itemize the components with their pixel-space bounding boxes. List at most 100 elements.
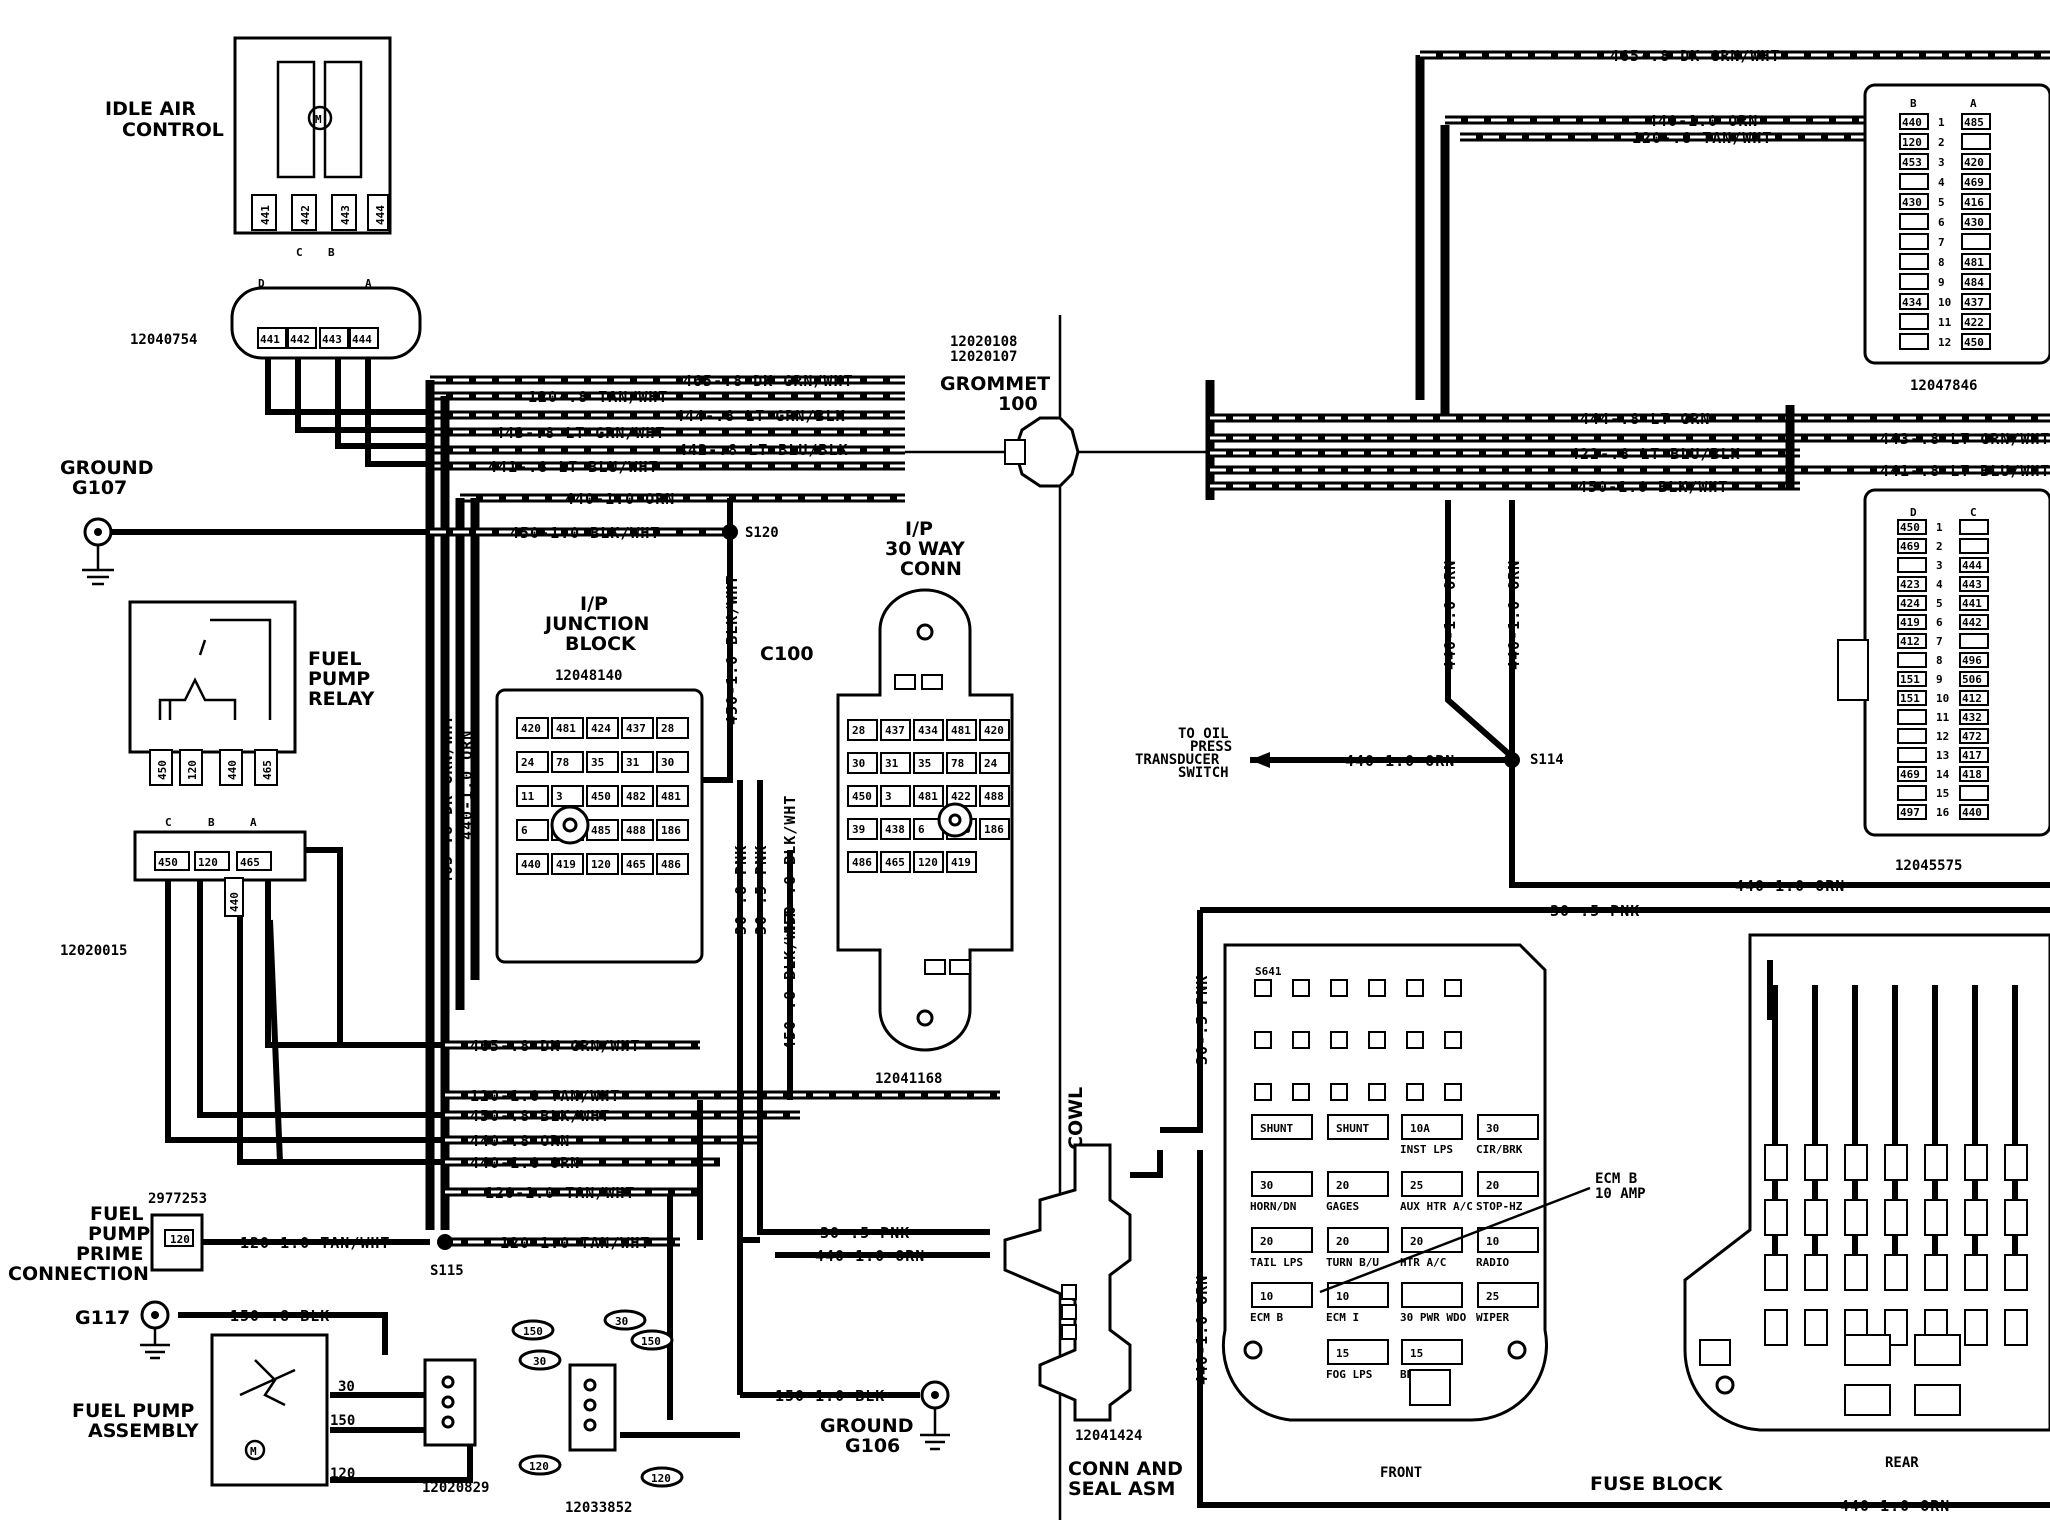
fuse-terminal — [1292, 1031, 1310, 1049]
conn-cavity — [1899, 133, 1929, 150]
fuse-front-label: FRONT — [1380, 1465, 1422, 1481]
jb-cell-label: 35 — [591, 756, 604, 769]
fuse-terminal — [1368, 979, 1386, 997]
fuse-s641: S641 — [1255, 965, 1282, 978]
conn-row-number: 11 — [1936, 711, 1950, 724]
fuse-name: 30 PWR WDO — [1400, 1311, 1467, 1324]
c100-label: C100 — [760, 643, 814, 665]
fuse — [1401, 1171, 1463, 1197]
conn-left-label: 423 — [1900, 578, 1920, 591]
conn-right-label: 484 — [1964, 276, 1984, 289]
fuse-rating: 10A — [1410, 1122, 1430, 1135]
fuse — [1327, 1339, 1389, 1365]
conn-cavity — [1961, 173, 1991, 190]
conn-cavity — [1959, 804, 1989, 820]
jb-cell — [656, 717, 689, 739]
conn-row-number: 10 — [1936, 692, 1949, 705]
conn-cavity — [1897, 671, 1927, 687]
ip30-cell — [880, 851, 911, 873]
ecm-b-callout-2: 10 AMP — [1595, 1186, 1646, 1202]
fuse-terminal — [1444, 1083, 1462, 1101]
iac-conn-pin-442: 442 — [290, 333, 310, 346]
fuse-terminal — [1330, 979, 1348, 997]
ip30-cell-label: 120 — [918, 856, 938, 869]
rear-fuse-slot — [1844, 1199, 1868, 1236]
ground-g117: G117 — [75, 1300, 170, 1360]
pump-title-1: FUEL PUMP — [72, 1400, 194, 1422]
fuse-block-title: FUSE BLOCK — [1590, 1473, 1724, 1495]
ip-part: 12041168 — [875, 1071, 942, 1087]
rear-slot — [1699, 1339, 1731, 1366]
fuse-rating: SHUNT — [1336, 1122, 1369, 1135]
wire-465-vert: 465-.8 DK GRN/WHT — [438, 714, 456, 885]
ground-g107: GROUND G107 — [60, 457, 153, 586]
jb-cell-label: 424 — [591, 722, 611, 735]
pump-pin-30: 30 — [338, 1379, 355, 1395]
conn-row-number: 7 — [1938, 236, 1945, 249]
right-harness — [1205, 50, 2050, 500]
fuse-name: WIPER — [1476, 1311, 1509, 1324]
conn-cavity — [1961, 313, 1991, 330]
fuse-name: RADIO — [1476, 1256, 1509, 1269]
conn-cavity — [1897, 595, 1927, 611]
iac-pin-442: 442 — [299, 205, 312, 225]
ip30-cell-label: 438 — [885, 823, 905, 836]
conn-left-label: 453 — [1902, 156, 1922, 169]
wire-r440-bottom: 440-1.0 ORN — [1840, 1497, 1950, 1515]
ip30-cell — [913, 851, 944, 873]
conn-row-number: 12 — [1936, 730, 1949, 743]
wire-r422: 422-.8 LT BLU/BLK — [1570, 445, 1741, 463]
conn-right-label: 420 — [1964, 156, 1984, 169]
conn-right-label: 442 — [1962, 616, 1982, 629]
jb-cell-label: 481 — [556, 722, 576, 735]
rear-fuse-slot — [1804, 1199, 1828, 1236]
fuse-name: HTR A/C — [1400, 1256, 1446, 1269]
jb-cell-label: 488 — [626, 824, 646, 837]
conn-cavity — [1897, 747, 1927, 763]
rear-relay — [1844, 1384, 1891, 1416]
jb-cell — [656, 751, 689, 773]
rear-fuse-slot — [1884, 1144, 1908, 1181]
conn-right-label: 469 — [1964, 176, 1984, 189]
ground-g106: GROUND G106 — [820, 1380, 950, 1457]
conn-right-label: 422 — [1964, 316, 1984, 329]
conn-cavity — [1899, 313, 1929, 330]
conn-cavity — [1961, 333, 1991, 350]
jb-cell-label: 437 — [626, 722, 646, 735]
wire-r465: 465-.8 DK GRN/WHT — [1610, 47, 1781, 65]
conn-row-number: 9 — [1938, 276, 1945, 289]
conn-right-label: 432 — [1962, 711, 1982, 724]
g107-title-2: G107 — [72, 477, 127, 499]
conn-cavity — [1899, 193, 1929, 210]
iac-pin-441: 441 — [259, 205, 272, 225]
fuse-rating: 20 — [1336, 1235, 1349, 1248]
fuse — [1251, 1114, 1313, 1140]
fuse-name: HORN/DN — [1250, 1200, 1296, 1213]
wire-120-prime: 120-1.0 TAN/WHT — [240, 1234, 390, 1252]
wire-r440-v1: 440-1.0 ORN — [1441, 560, 1459, 670]
jb-cell-label: 486 — [661, 858, 681, 871]
conn-cavity — [1959, 595, 1989, 611]
wire-30-bottom: 30-.5 PNK — [820, 1224, 910, 1242]
c575-part: 12045575 — [1895, 858, 1962, 874]
wire-450-blk-2: 450-.8 BLK/WHT — [781, 910, 799, 1050]
rear-fuse-slot — [1804, 1254, 1828, 1291]
conn-cavity — [1897, 785, 1927, 801]
grommet-part-1: 12020108 — [950, 334, 1017, 350]
ip-title-3: CONN — [900, 558, 962, 580]
oil-press-3: TRANSDUCER — [1135, 752, 1220, 768]
fuse-terminal — [1406, 1083, 1424, 1101]
conn-cavity — [1897, 519, 1927, 535]
iac-title-1: IDLE AIR — [105, 98, 196, 120]
ecm-b-callout-1: ECM B — [1595, 1171, 1637, 1187]
conn-left-label: 450 — [1900, 521, 1920, 534]
jb-title-3: BLOCK — [565, 633, 637, 655]
ip30-cell-label: 186 — [984, 823, 1004, 836]
conn-left-label: 419 — [1900, 616, 1920, 629]
fuse-terminal — [1254, 979, 1272, 997]
rear-relay — [1914, 1384, 1961, 1416]
jb-cell — [551, 717, 584, 739]
wire-r440-oil: 440-1.0 ORN — [1345, 752, 1455, 770]
wire-441-top: 441-.8 LT BLU/WHT — [488, 458, 659, 476]
